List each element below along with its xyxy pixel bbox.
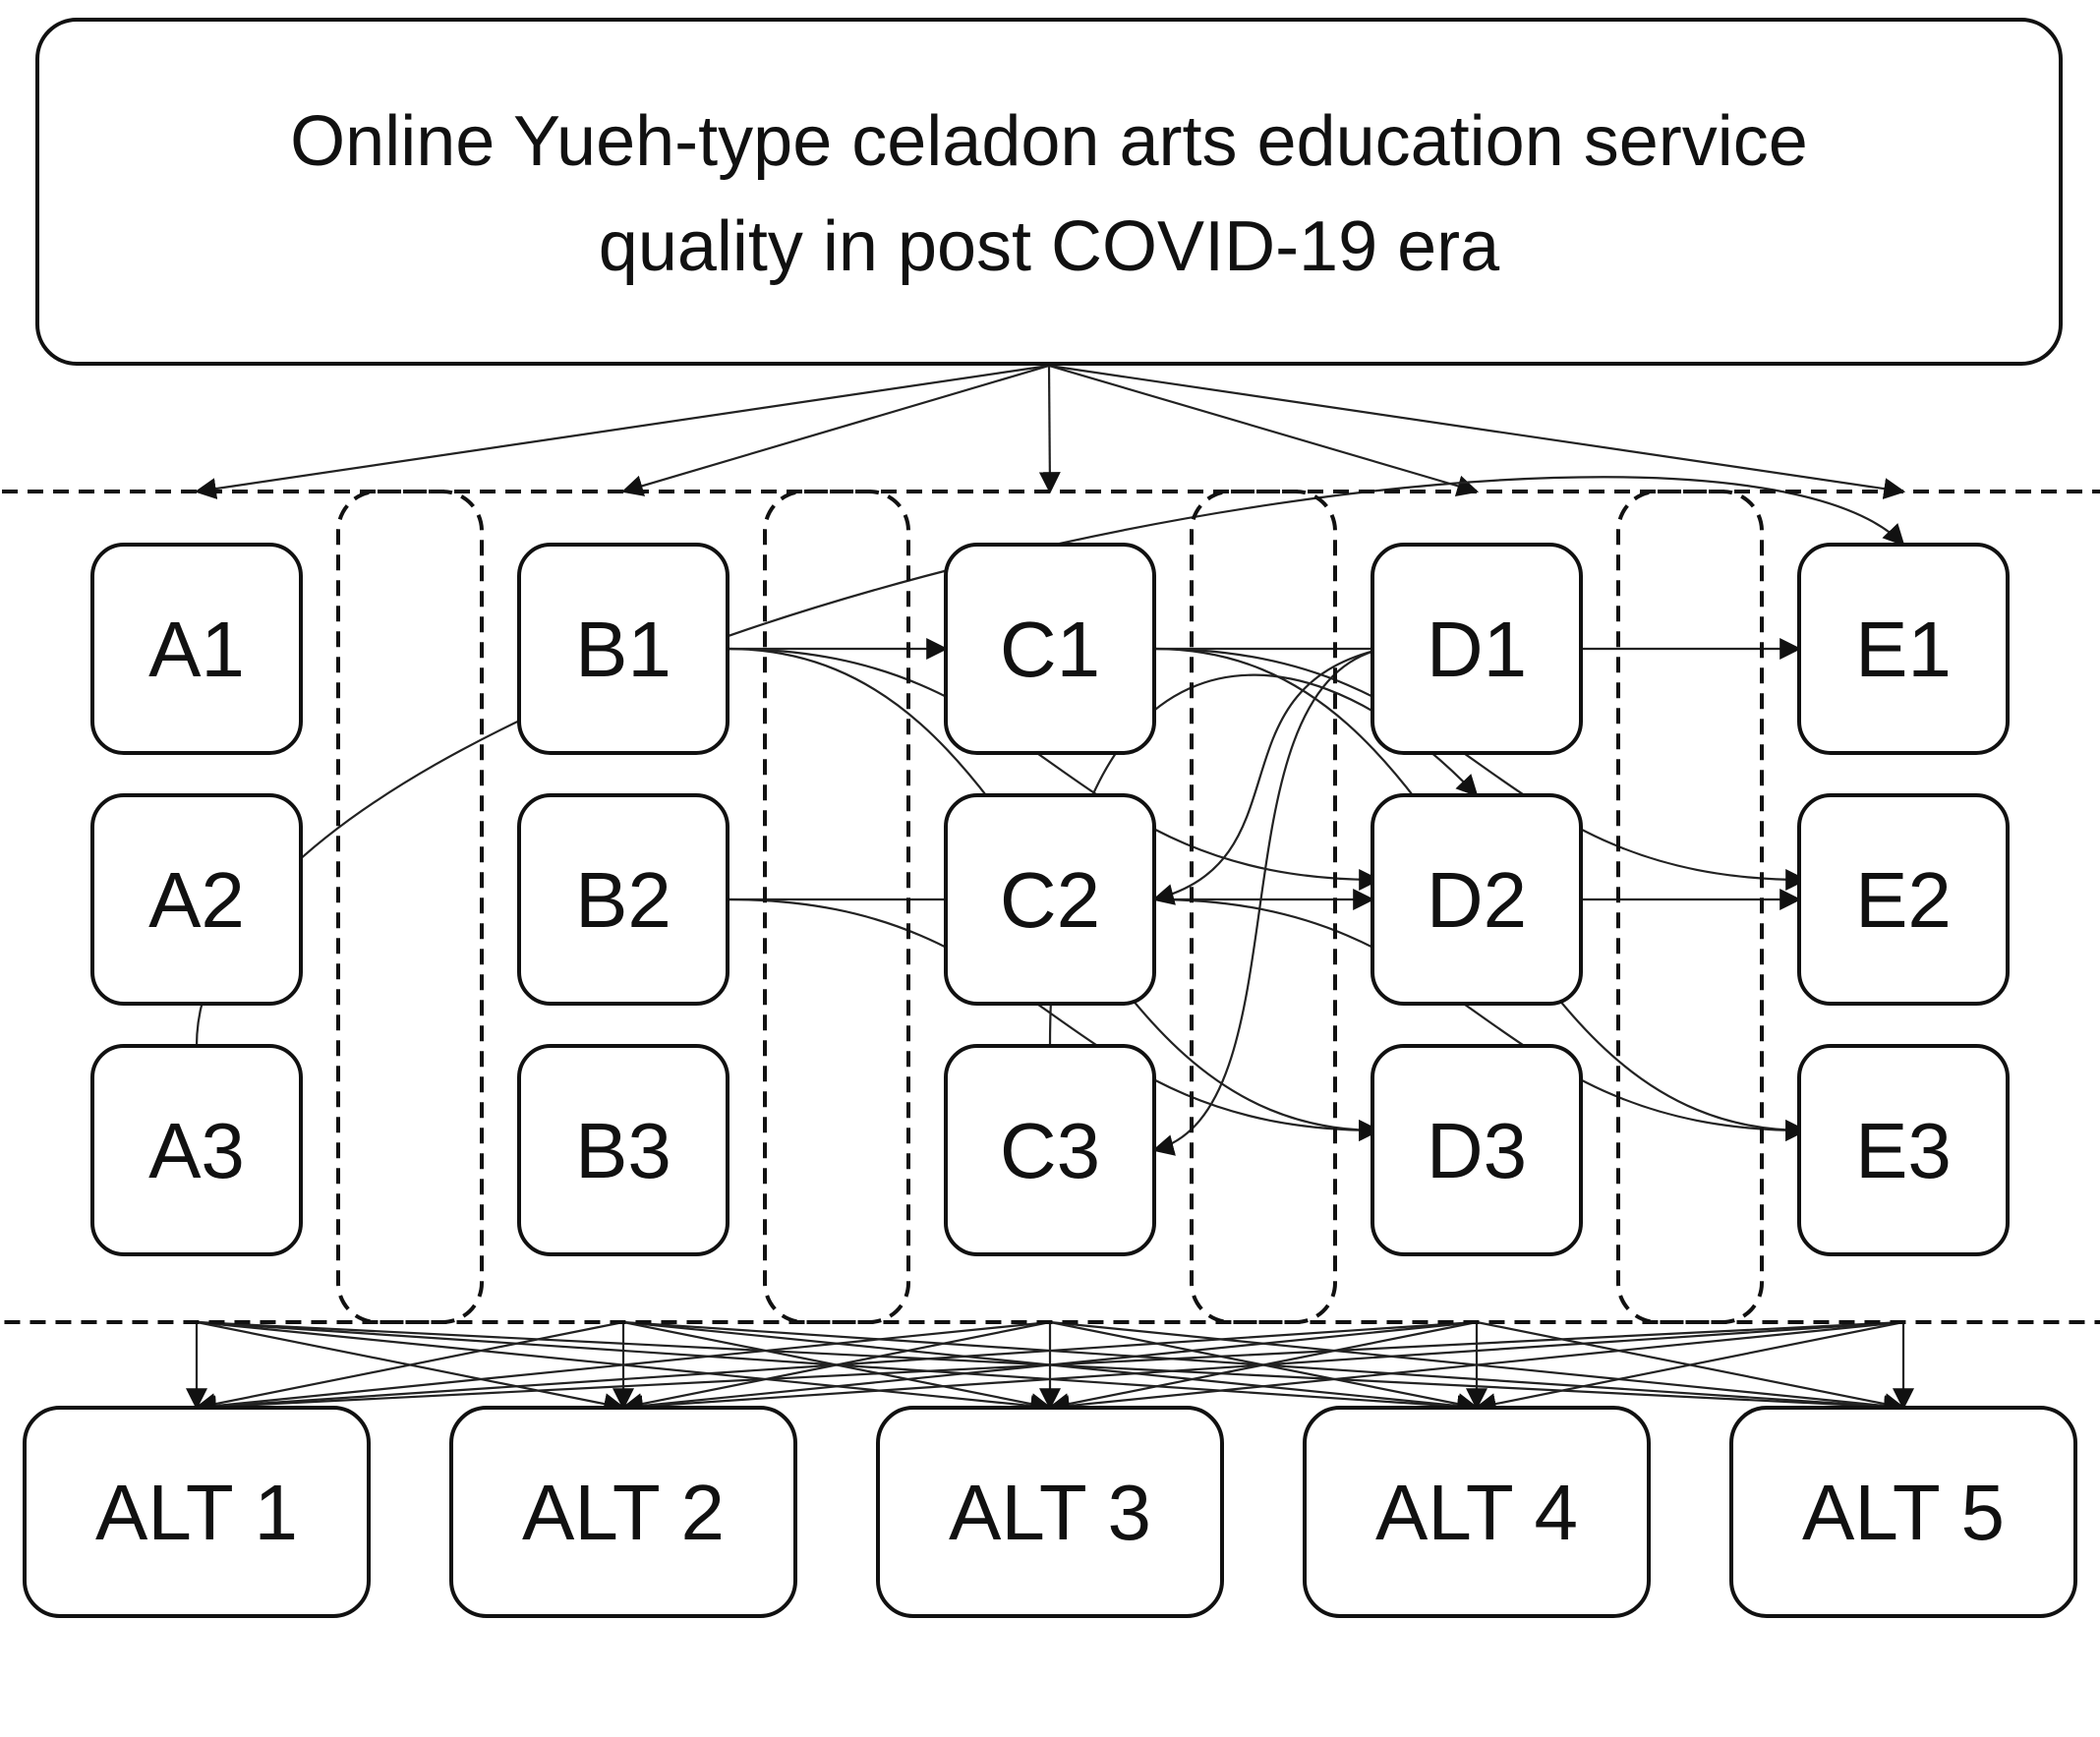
node-c1-label: C1 (1000, 606, 1100, 693)
edge-goal-c (1038, 365, 1061, 494)
goal-title-line2: quality in post COVID-19 era (599, 207, 1500, 286)
node-c2: C2 (944, 793, 1156, 1006)
node-a2-label: A2 (148, 856, 245, 944)
node-e1: E1 (1797, 543, 2010, 755)
node-a3-label: A3 (148, 1107, 245, 1194)
node-d3: D3 (1371, 1044, 1583, 1256)
edge-c1-e2 (1153, 647, 1808, 891)
alternative-3-label: ALT 3 (949, 1469, 1151, 1556)
node-b3: B3 (517, 1044, 729, 1256)
cluster-c-boundary (763, 490, 1337, 1324)
node-b1: B1 (517, 543, 729, 755)
edge-goal-e (1048, 364, 1906, 499)
node-b1-label: B1 (575, 606, 671, 693)
cluster-b-boundary (336, 490, 910, 1324)
edge-cluster-5-alt-4 (1474, 1320, 1904, 1415)
alternative-5: ALT 5 (1729, 1406, 2077, 1618)
edge-cluster-2-alt-1 (194, 1320, 624, 1415)
node-a1-label: A1 (148, 606, 245, 693)
cluster-e-boundary (1616, 490, 2100, 1324)
alternative-1-label: ALT 1 (95, 1469, 298, 1556)
edge-d1-c2 (1151, 647, 1383, 905)
node-a2: A2 (90, 793, 303, 1006)
alternative-4: ALT 4 (1303, 1406, 1651, 1618)
edge-cluster-5-alt-2 (620, 1320, 1904, 1418)
edge-cluster-4-alt-1 (194, 1320, 1478, 1418)
goal-node: Online Yueh-type celadon arts education … (35, 18, 2063, 366)
node-e2: E2 (1797, 793, 2010, 1006)
node-d1-label: D1 (1427, 606, 1527, 693)
goal-title-line1: Online Yueh-type celadon arts education … (290, 102, 1808, 181)
node-e2-label: E2 (1855, 856, 1952, 944)
cluster-a-boundary (0, 490, 484, 1324)
node-d3-label: D3 (1427, 1107, 1527, 1194)
alternatives: ALT 1 ALT 2 ALT 3 ALT 4 ALT 5 (23, 1406, 2077, 1618)
edge-goal-d (1048, 364, 1480, 496)
edge-b2-d3 (727, 897, 1381, 1141)
alternative-4-label: ALT 4 (1375, 1469, 1578, 1556)
edge-cluster-5-alt-1 (194, 1320, 1904, 1418)
edge-goal-b (620, 364, 1050, 496)
node-d1: D1 (1371, 543, 1583, 755)
node-e3-label: E3 (1855, 1107, 1952, 1194)
node-b3-label: B3 (575, 1107, 671, 1194)
alternative-2: ALT 2 (449, 1406, 797, 1618)
edge-goal-a (194, 364, 1050, 499)
node-e1-label: E1 (1855, 606, 1952, 693)
alternative-1: ALT 1 (23, 1406, 371, 1618)
node-b2-label: B2 (575, 856, 671, 944)
node-c3-label: C3 (1000, 1107, 1100, 1194)
node-e3: E3 (1797, 1044, 2010, 1256)
edge-b1-d2 (727, 647, 1381, 891)
node-b2: B2 (517, 793, 729, 1006)
node-c2-label: C2 (1000, 856, 1100, 944)
node-c1: C1 (944, 543, 1156, 755)
edge-c2-e3 (1153, 897, 1808, 1141)
alternative-5-label: ALT 5 (1802, 1469, 2005, 1556)
node-a1: A1 (90, 543, 303, 755)
node-d2-label: D2 (1427, 856, 1527, 944)
alternative-3: ALT 3 (876, 1406, 1224, 1618)
node-a3: A3 (90, 1044, 303, 1256)
edge-cluster-5-alt-3 (1047, 1320, 1904, 1417)
node-d2: D2 (1371, 793, 1583, 1006)
node-c3: C3 (944, 1044, 1156, 1256)
cluster-d-boundary (1190, 490, 1764, 1324)
edge-cluster-3-alt-1 (194, 1320, 1051, 1417)
alternative-2-label: ALT 2 (522, 1469, 725, 1556)
